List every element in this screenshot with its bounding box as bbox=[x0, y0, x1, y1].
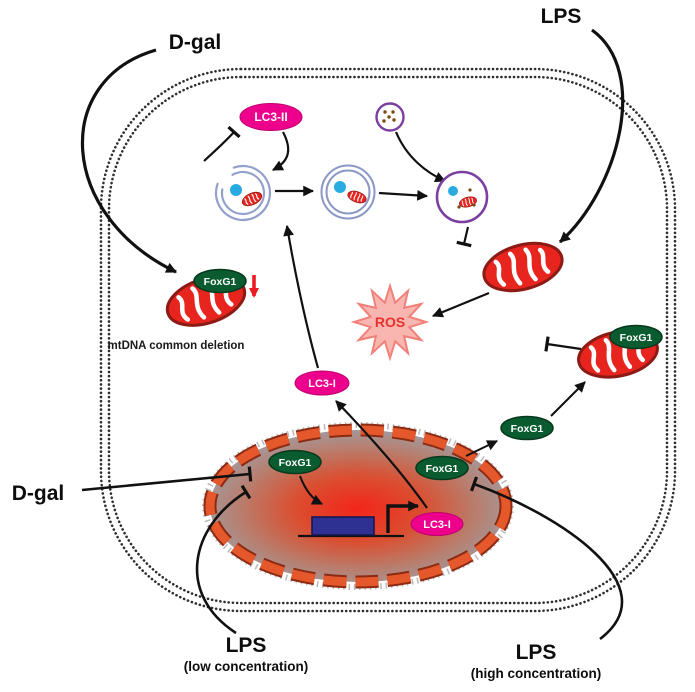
label-lps-low: LPS bbox=[226, 634, 267, 657]
lc3i-badge-cytoplasm: LC3-I bbox=[294, 370, 350, 396]
foxg1-label: FoxG1 bbox=[620, 332, 653, 344]
arrow-gene-to-lc3i bbox=[335, 400, 428, 509]
inhibit-lps-high-foxg1 bbox=[469, 476, 624, 641]
foxg1-oval bbox=[415, 455, 469, 481]
arrow-lps-top-to-mito bbox=[558, 28, 625, 244]
arrow-foxg1-export-1 bbox=[465, 440, 498, 457]
mtdna-caption: mtDNA common deletion bbox=[108, 340, 245, 352]
inhibit-autolysosome-mito bbox=[456, 226, 472, 248]
outer-labels: D-gal LPS D-gal LPS (low concentration) … bbox=[12, 5, 602, 681]
foxg1-oval bbox=[500, 415, 554, 441]
arrow-dgal-top-to-mito bbox=[81, 48, 177, 274]
cell-membrane bbox=[99, 67, 677, 613]
cargo-dot bbox=[448, 186, 458, 196]
cargo-dot bbox=[230, 184, 242, 196]
phagophore bbox=[214, 164, 272, 222]
connectors bbox=[81, 28, 625, 641]
foxg1-label: FoxG1 bbox=[204, 276, 237, 288]
autophagosome-inner bbox=[325, 169, 371, 215]
label-lps-top: LPS bbox=[541, 5, 582, 28]
degraded-dot bbox=[472, 203, 476, 207]
foxg1-label: FoxG1 bbox=[279, 457, 312, 469]
lc3i-label: LC3-I bbox=[308, 378, 336, 390]
lysosome bbox=[375, 102, 405, 132]
foxg1-badge-left-mito: FoxG1 bbox=[193, 268, 247, 294]
ros-burst: ROS bbox=[350, 282, 430, 362]
gene-box bbox=[311, 516, 375, 536]
arrow-lysosome-to-autolysosome bbox=[394, 131, 446, 183]
mitochondria: FoxG1 FoxG1 FoxG1 mtDNA common deletion bbox=[108, 235, 663, 441]
foxg1-oval bbox=[193, 268, 247, 294]
degraded-dot bbox=[468, 188, 472, 192]
mitochondrion-damaged bbox=[479, 235, 568, 298]
inhibit-foxg1mito-ros bbox=[544, 336, 582, 352]
enzyme-dot bbox=[392, 118, 396, 122]
nucleus bbox=[202, 422, 514, 590]
lc3ii-label: LC3-II bbox=[254, 110, 287, 124]
label-d-gal-top: D-gal bbox=[169, 31, 222, 54]
phagophore-inner-membrane bbox=[220, 170, 266, 216]
arrow-mito-to-ros bbox=[431, 291, 490, 318]
autolysosome bbox=[435, 170, 489, 224]
autolysosome-membrane bbox=[435, 170, 489, 224]
phagophore-outer-membrane bbox=[214, 164, 272, 222]
label-lps-low-sub: (low concentration) bbox=[184, 659, 309, 674]
foxg1-label: FoxG1 bbox=[511, 423, 544, 435]
autophagosome-outer bbox=[320, 164, 376, 220]
inhibit-dgal-left-foxg1 bbox=[81, 466, 253, 492]
foxg1-oval bbox=[268, 449, 322, 475]
lc3i-oval bbox=[410, 512, 464, 536]
foxg1-oval bbox=[609, 324, 663, 350]
arrow-lc3i-to-phagophore bbox=[283, 224, 320, 369]
lc3i-label: LC3-I bbox=[423, 519, 451, 531]
degraded-dot bbox=[457, 205, 461, 209]
foxg1-label: FoxG1 bbox=[426, 463, 459, 475]
ros-star-shape bbox=[350, 282, 430, 362]
transcription-start-arrow bbox=[386, 500, 420, 533]
enzyme-dot bbox=[391, 110, 395, 114]
ros-label: ROS bbox=[375, 314, 405, 330]
autophagosome bbox=[320, 164, 376, 220]
lc3ii-badge: LC3-II bbox=[239, 103, 303, 131]
enzyme-dot bbox=[382, 119, 386, 123]
label-d-gal-left: D-gal bbox=[12, 482, 65, 505]
cargo-dot bbox=[334, 181, 346, 193]
foxg1-badge-cytoplasm: FoxG1 bbox=[500, 415, 554, 441]
nucleus-internals: FoxG1 FoxG1 LC3-I bbox=[268, 449, 469, 538]
autophagy-vesicles bbox=[214, 102, 489, 224]
inhibit-lc3ii bbox=[203, 125, 241, 162]
nuclear-envelope bbox=[205, 425, 511, 587]
lc3i-badge-nucleus: LC3-I bbox=[410, 512, 464, 536]
lc3i-oval bbox=[294, 370, 350, 396]
enzyme-dot bbox=[383, 110, 387, 114]
label-lps-high-sub: (high concentration) bbox=[471, 666, 602, 681]
label-lps-high: LPS bbox=[516, 641, 557, 664]
lc3ii-oval bbox=[239, 103, 303, 131]
foxg1-badge-right-mito: FoxG1 bbox=[609, 324, 663, 350]
foxg1-badge-nucleus-left: FoxG1 bbox=[268, 449, 322, 475]
arrow-autophagosome-to-autolysosome bbox=[378, 189, 429, 201]
inhibit-lps-low-foxg1 bbox=[195, 484, 252, 635]
arrow-foxg1-to-gene bbox=[299, 475, 323, 505]
arrow-foxg1-export-2 bbox=[550, 381, 586, 417]
enzyme-dot bbox=[387, 115, 391, 119]
arrow-lc3ii-to-phagophore bbox=[272, 131, 290, 171]
foxg1-badge-nucleus-right: FoxG1 bbox=[415, 455, 469, 481]
